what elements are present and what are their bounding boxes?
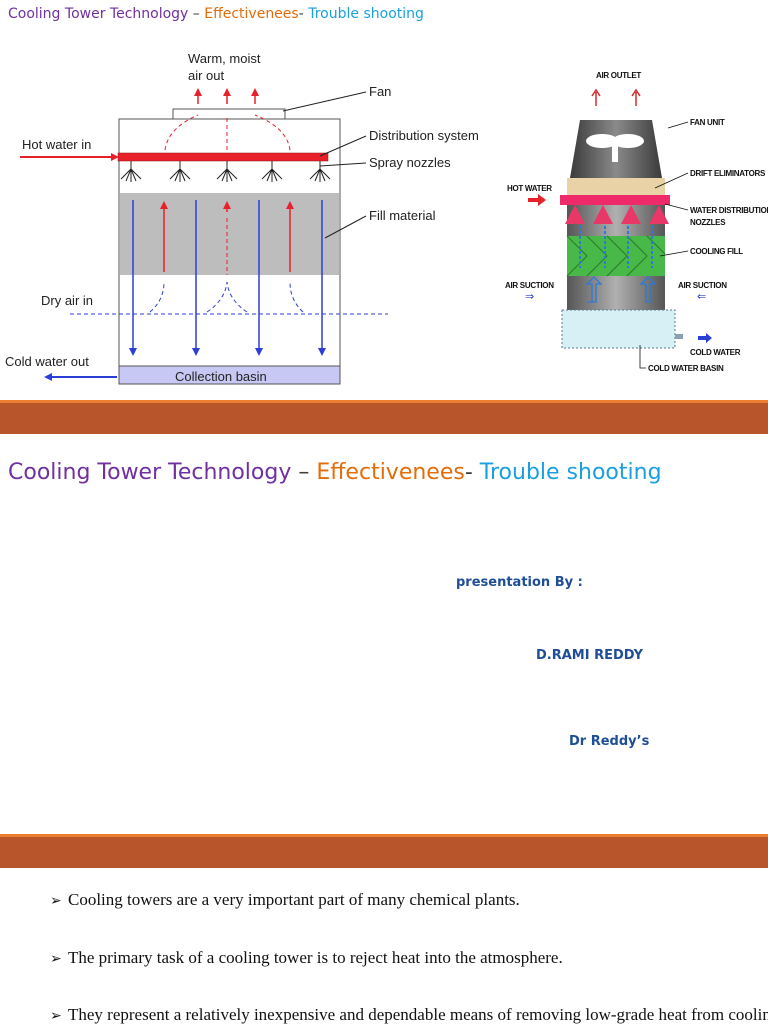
- title-part-effectiveness: Effectivenees: [316, 460, 465, 485]
- cold-water-basin: [561, 309, 676, 349]
- fill-material-block: [120, 193, 339, 275]
- slide-separator-band: [0, 834, 768, 868]
- presentation-by-label: presentation By :: [456, 575, 583, 590]
- slide-3: ➢ Cooling towers are a very important par…: [0, 868, 768, 1024]
- label-drift-eliminators: DRIFT ELIMINATORS: [690, 169, 766, 178]
- bullet-item: ➢ They represent a relatively inexpensive…: [50, 1005, 768, 1024]
- label-cold-water: COLD WATER: [690, 348, 741, 357]
- distribution-pipe: [117, 152, 329, 162]
- label-spray-nozzles: Spray nozzles: [369, 155, 451, 170]
- label-fan: Fan: [369, 84, 391, 99]
- water-distribution-pipe: [560, 195, 670, 205]
- label-fill-material: Fill material: [369, 208, 436, 223]
- fan-housing: [172, 108, 286, 120]
- cold-water-arrow: [698, 333, 712, 343]
- title-separator: –: [291, 460, 317, 485]
- bullet-item: ➢ The primary task of a cooling tower is …: [50, 948, 563, 968]
- presenter-organization: Dr Reddy’s: [569, 734, 650, 749]
- bullet-text: Cooling towers are a very important part…: [68, 890, 520, 909]
- title-part-technology: Cooling Tower Technology: [8, 6, 189, 22]
- slide-separator-band: [0, 400, 768, 434]
- label-cold-water-out: Cold water out: [5, 354, 89, 369]
- label-water-distribution: WATER DISTRIBUTION: [690, 206, 768, 215]
- label-dry-air-in: Dry air in: [41, 293, 93, 308]
- warm-air-arrows: [194, 88, 259, 104]
- label-nozzles: NOZZLES: [690, 218, 726, 227]
- cooling-tower-diagram-left: Warm, moist air out Fan Hot water in Dis…: [5, 51, 479, 385]
- hot-water-arrow: [528, 194, 546, 206]
- label-distribution-system: Distribution system: [369, 128, 479, 143]
- spray-nozzles: [120, 161, 331, 182]
- fan-blades: [586, 134, 644, 162]
- title-separator: –: [188, 6, 205, 22]
- label-air-suction-right: AIR SUCTION: [678, 281, 727, 290]
- nozzle-triangles: [565, 205, 669, 224]
- air-flow-lines: [164, 114, 291, 275]
- label-cold-water-basin: COLD WATER BASIN: [648, 364, 724, 373]
- label-warm-air-2: air out: [188, 68, 225, 83]
- title-separator: -: [464, 460, 480, 485]
- slide-2: Cooling Tower Technology – Effectivenees…: [0, 434, 768, 834]
- presenter-name: D.RAMI REDDY: [536, 648, 644, 663]
- cooling-tower-diagram-right: ⇒ ⇐ AIR OUTLET FAN UNIT DRIFT ELIMINATOR…: [505, 71, 768, 373]
- svg-text:⇐: ⇐: [697, 291, 706, 303]
- label-air-suction-left: AIR SUCTION: [505, 281, 554, 290]
- slide-1-title: Cooling Tower Technology – Effectivenees…: [8, 6, 424, 22]
- svg-text:⇒: ⇒: [525, 291, 534, 303]
- title-part-technology: Cooling Tower Technology: [8, 460, 292, 485]
- warm-air-up-arrows: [160, 201, 294, 272]
- bullet-item: ➢ Cooling towers are a very important par…: [50, 890, 520, 910]
- label-air-outlet: AIR OUTLET: [596, 71, 641, 80]
- collection-basin: [118, 365, 341, 385]
- title-part-troubleshooting: Trouble shooting: [308, 6, 424, 22]
- slide-2-title: Cooling Tower Technology – Effectivenees…: [8, 460, 662, 485]
- title-part-troubleshooting: Trouble shooting: [479, 460, 662, 485]
- label-hot-water-in: Hot water in: [22, 137, 91, 152]
- label-collection-basin: Collection basin: [175, 369, 267, 384]
- cooling-fill: [567, 236, 665, 276]
- label-warm-air-1: Warm, moist: [188, 51, 261, 66]
- bullet-arrow-icon: ➢: [50, 1009, 62, 1024]
- title-separator: -: [298, 6, 309, 22]
- label-hot-water: HOT WATER: [507, 184, 552, 193]
- label-fan-unit: FAN UNIT: [690, 118, 725, 127]
- title-part-effectiveness: Effectivenees: [204, 6, 299, 22]
- drift-eliminators: [567, 178, 665, 195]
- bullet-arrow-icon: ➢: [50, 952, 62, 967]
- bullet-arrow-icon: ➢: [50, 894, 62, 909]
- water-down-arrows: [129, 200, 326, 356]
- bullet-text: The primary task of a cooling tower is t…: [68, 948, 563, 967]
- label-cooling-fill: COOLING FILL: [690, 247, 743, 256]
- bullet-text: They represent a relatively inexpensive …: [68, 1005, 768, 1024]
- slide-1: Cooling Tower Technology – Effectivenees…: [0, 0, 768, 400]
